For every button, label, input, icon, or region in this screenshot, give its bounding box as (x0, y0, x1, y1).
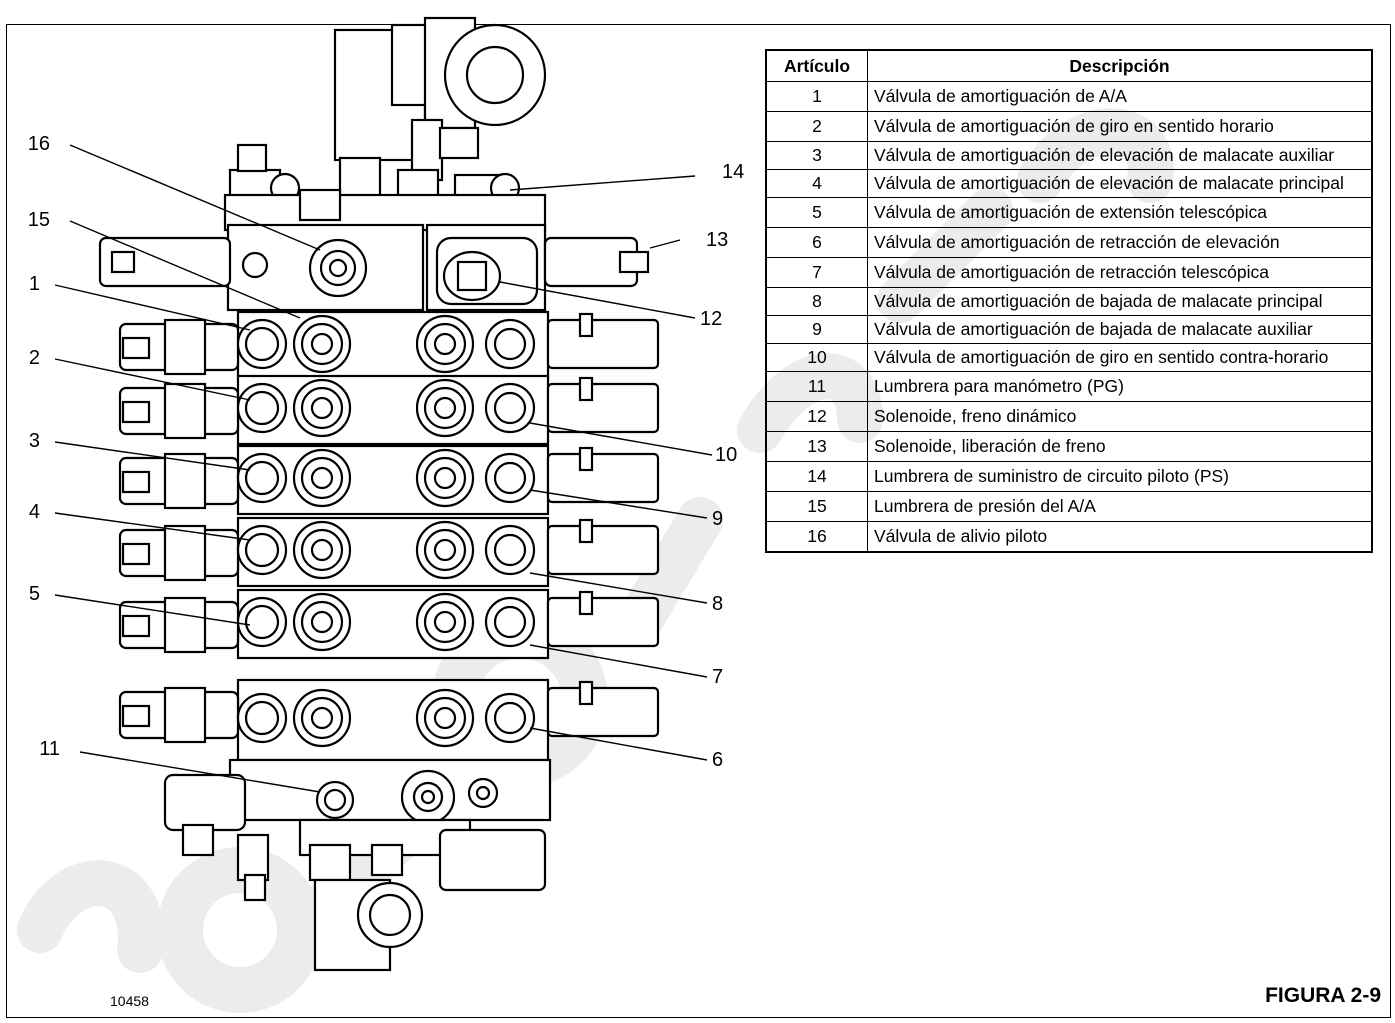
callout-label: 5 (29, 583, 40, 605)
item-description: Válvula de alivio piloto (867, 521, 1373, 553)
item-description: Válvula de amortiguación de elevación de… (867, 141, 1373, 170)
item-number: 8 (765, 287, 868, 316)
item-description: Válvula de amortiguación de retracción t… (867, 257, 1373, 288)
item-description: Válvula de amortiguación de A/A (867, 81, 1373, 112)
callout-label: 14 (722, 161, 744, 183)
item-description: Válvula de amortiguación de giro en sent… (867, 111, 1373, 142)
callout-label: 4 (29, 501, 40, 523)
callout-label: 8 (712, 593, 723, 615)
solenoid-coil (546, 596, 660, 648)
drawing-number: 10458 (110, 993, 149, 1009)
callout-leader (529, 644, 708, 678)
callout-leader (529, 727, 708, 761)
item-description: Válvula de amortiguación de elevación de… (867, 169, 1373, 198)
callout-leader (54, 358, 251, 401)
callout-label: 15 (28, 209, 50, 231)
item-description: Solenoide, liberación de freno (867, 431, 1373, 462)
solenoid-coil (546, 382, 660, 434)
item-description: Lumbrera de suministro de circuito pilot… (867, 461, 1373, 492)
item-number: 9 (765, 315, 868, 344)
solenoid-coil (546, 524, 660, 576)
figure-label: FIGURA 2-9 (1265, 984, 1381, 1007)
callout-label: 16 (28, 133, 50, 155)
callout-leader (69, 220, 301, 319)
item-number: 6 (765, 227, 868, 258)
callout-label: 7 (712, 666, 723, 688)
header-description: Descripción (867, 49, 1373, 82)
item-number: 15 (765, 491, 868, 522)
lower-manifold (228, 758, 552, 822)
callout-label: 11 (39, 738, 60, 760)
callout-label: 9 (712, 508, 723, 530)
callout-leader (509, 175, 696, 191)
callout-leader (499, 281, 696, 319)
item-description: Lumbrera de presión del A/A (867, 491, 1373, 522)
item-number: 7 (765, 257, 868, 288)
callout-label: 6 (712, 749, 723, 771)
item-number: 13 (765, 431, 868, 462)
item-number: 1 (765, 81, 868, 112)
callout-leader (529, 489, 708, 519)
item-description: Válvula de amortiguación de giro en sent… (867, 343, 1373, 372)
callout-label: 13 (706, 229, 728, 251)
callout-label: 10 (715, 444, 737, 466)
callout-label: 3 (29, 430, 40, 452)
solenoid-coil (546, 686, 660, 738)
header-item: Artículo (765, 49, 868, 82)
callout-leader (79, 751, 321, 793)
callout-leader (529, 572, 708, 604)
callout-leader (54, 512, 251, 541)
item-number: 12 (765, 401, 868, 432)
item-description: Lumbrera para manómetro (PG) (867, 371, 1373, 402)
callout-leader (529, 422, 713, 456)
item-description: Válvula de amortiguación de retracción d… (867, 227, 1373, 258)
item-description: Solenoide, freno dinámico (867, 401, 1373, 432)
item-number: 14 (765, 461, 868, 492)
callout-label: 2 (29, 347, 40, 369)
item-description: Válvula de amortiguación de extensión te… (867, 197, 1373, 228)
callout-leader (54, 284, 251, 331)
item-number: 16 (765, 521, 868, 553)
callout-label: 1 (29, 273, 40, 295)
table-header-row: Artículo Descripción (765, 49, 1373, 82)
item-number: 10 (765, 343, 868, 372)
callout-leader (649, 239, 681, 249)
item-number: 11 (765, 371, 868, 402)
item-number: 2 (765, 111, 868, 142)
item-number: 5 (765, 197, 868, 228)
item-description: Válvula de amortiguación de bajada de ma… (867, 315, 1373, 344)
figure-frame (6, 24, 1391, 1018)
item-number: 4 (765, 169, 868, 198)
solenoid-coil (546, 318, 660, 370)
item-number: 3 (765, 141, 868, 170)
callout-leader (54, 594, 251, 626)
callout-leader (69, 144, 321, 251)
callout-leader (54, 441, 251, 471)
callout-label: 12 (700, 308, 722, 330)
item-description: Válvula de amortiguación de bajada de ma… (867, 287, 1373, 316)
